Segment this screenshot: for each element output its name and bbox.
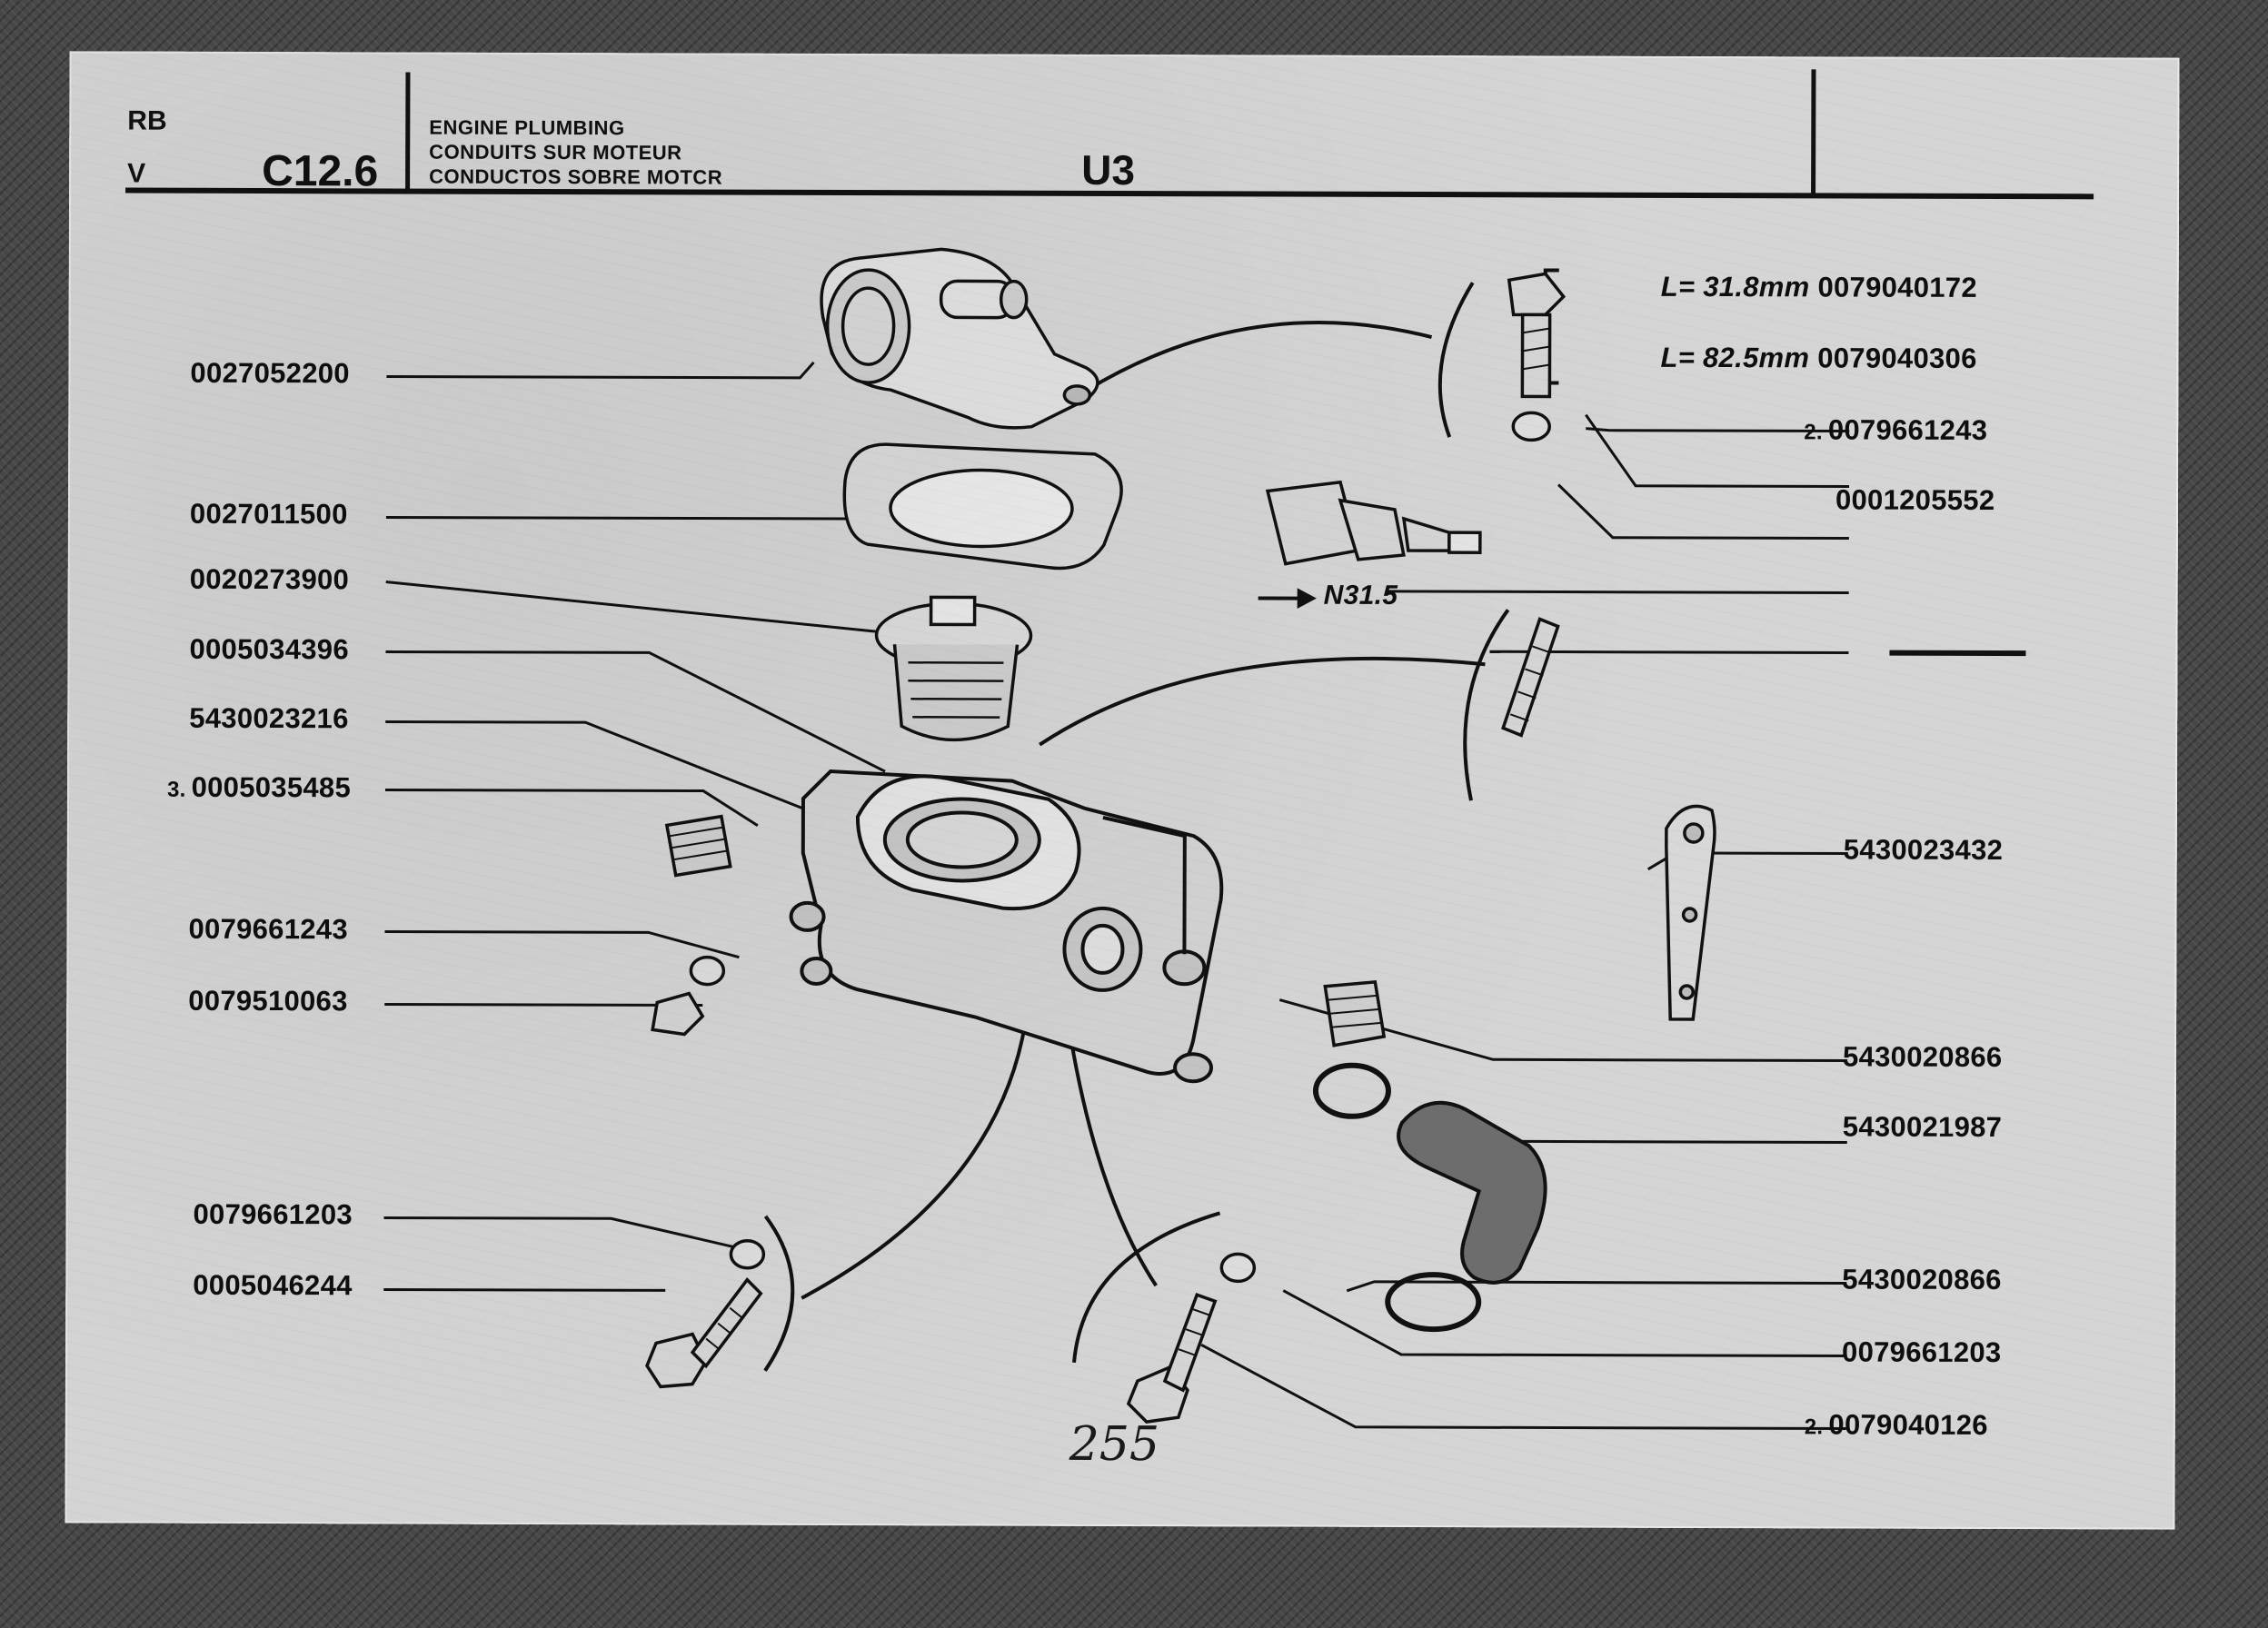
callout-left: 5430023216 bbox=[189, 701, 349, 735]
leader-line bbox=[1346, 1280, 1847, 1293]
callout-right: L= 31.8mm 0079040172 bbox=[1660, 270, 1977, 303]
connector-curve bbox=[1085, 321, 1433, 392]
callout-left: 0079661203 bbox=[193, 1197, 353, 1231]
spring-washer bbox=[1219, 1252, 1257, 1284]
leader-line bbox=[386, 361, 815, 380]
callout-right: 0079661203 bbox=[1842, 1335, 2002, 1369]
callout-right: 5430023432 bbox=[1843, 833, 2004, 867]
leader-line bbox=[1585, 413, 1850, 489]
callout-left: 0079510063 bbox=[188, 984, 348, 1018]
temperature-sender bbox=[1265, 480, 1482, 566]
callout-left: 0005046244 bbox=[193, 1268, 353, 1302]
leader-line bbox=[1385, 590, 1849, 595]
exploded-view-drawing bbox=[383, 247, 2026, 1431]
callout-right: 2.0079040126 bbox=[1804, 1408, 1988, 1441]
connector-curve bbox=[1064, 1008, 1158, 1287]
leader-line bbox=[1200, 1343, 1846, 1431]
leader-line bbox=[385, 515, 850, 521]
spring-washer bbox=[1511, 411, 1552, 442]
spring-washer bbox=[689, 955, 726, 987]
hose-clamp bbox=[1312, 1062, 1391, 1119]
connector-curve bbox=[763, 1215, 795, 1372]
leader-line bbox=[384, 929, 740, 959]
callout-right: 5430020866 bbox=[1843, 1040, 2003, 1074]
thermostat-outlet-housing bbox=[820, 247, 1099, 430]
drain-plug bbox=[664, 814, 732, 878]
callout-right: 5430020866 bbox=[1842, 1263, 2002, 1296]
hex-bolt bbox=[1507, 272, 1567, 399]
thermostat bbox=[874, 595, 1033, 742]
outlet-gasket bbox=[842, 442, 1123, 571]
callout-right: 5430021987 bbox=[1842, 1110, 2003, 1144]
reference-label: N31.5 bbox=[1323, 580, 1398, 610]
parts-catalog-sheet: RB V C12.6 ENGINE PLUMBING CONDUITS SUR … bbox=[65, 51, 2180, 1530]
handwritten-page-number: 255 bbox=[1069, 1416, 1160, 1473]
callout-left: 0027052200 bbox=[190, 356, 350, 390]
hex-bolt bbox=[1126, 1293, 1218, 1424]
leader-line bbox=[383, 1216, 739, 1250]
connector-curve bbox=[1437, 282, 1475, 438]
hex-nut bbox=[651, 991, 705, 1037]
leader-line bbox=[383, 1287, 666, 1292]
callout-left: 0020273900 bbox=[189, 562, 350, 596]
spring-washer bbox=[729, 1238, 766, 1270]
connector-curve bbox=[1072, 1211, 1221, 1364]
leader-line bbox=[384, 788, 759, 828]
stud bbox=[1501, 617, 1560, 738]
leader-line bbox=[1282, 1289, 1847, 1358]
callout-left: 3.0005035485 bbox=[166, 770, 352, 804]
callout-right: 2.0079661243 bbox=[1804, 413, 1988, 446]
connector-curve bbox=[801, 980, 1032, 1300]
callout-left: 0005034396 bbox=[189, 632, 349, 666]
callout-right: L= 82.5mm 0079040306 bbox=[1660, 341, 1977, 374]
leader-line bbox=[385, 580, 913, 637]
hose-nipple bbox=[1323, 979, 1387, 1047]
reference-arrow bbox=[1258, 588, 1317, 609]
water-pump-housing bbox=[789, 769, 1224, 1084]
leader-line bbox=[384, 1002, 703, 1008]
leader-line bbox=[1586, 427, 1850, 433]
hex-bolt bbox=[645, 1277, 763, 1389]
hose-clamp bbox=[1385, 1272, 1482, 1333]
callout-left: 0027011500 bbox=[189, 497, 348, 531]
callout-right: 0001205552 bbox=[1835, 483, 1995, 517]
leader-line bbox=[385, 720, 813, 814]
connector-curve bbox=[1463, 609, 1510, 801]
leader-line bbox=[1557, 483, 1849, 541]
connector-curve bbox=[1039, 656, 1486, 747]
callout-left: 0079661243 bbox=[188, 912, 348, 946]
coolant-hose bbox=[1397, 1100, 1547, 1285]
leader-line bbox=[385, 650, 886, 773]
bracket-plate bbox=[1665, 804, 1716, 1021]
